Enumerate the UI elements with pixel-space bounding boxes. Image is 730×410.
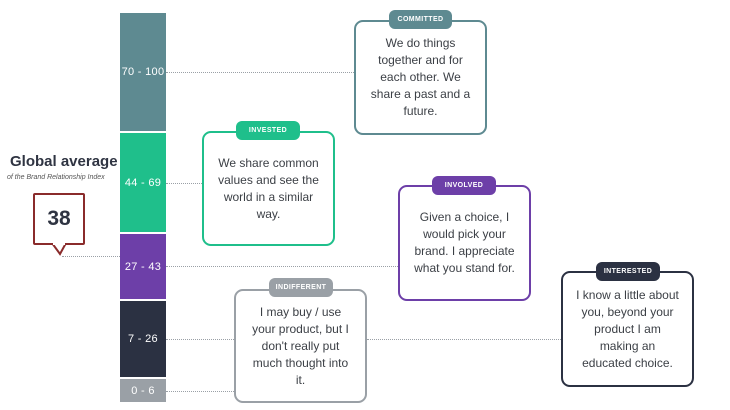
band-interested: 7 - 26 — [120, 301, 166, 377]
connector-committed — [166, 72, 354, 73]
global-average-title: Global average — [10, 153, 118, 170]
card-indifferent: I may buy / use your product, but I don'… — [234, 289, 367, 403]
card-interested: I know a little about you, beyond your p… — [561, 271, 694, 387]
band-committed: 70 - 100 — [120, 13, 166, 131]
tag-involved: INVOLVED — [432, 176, 496, 195]
card-involved: Given a choice, I would pick your brand.… — [398, 185, 531, 301]
global-average-value: 38 — [33, 193, 85, 245]
band-indifferent: 0 - 6 — [120, 379, 166, 402]
tag-indifferent: INDIFFERENT — [269, 278, 333, 297]
global-average-subtitle: of the Brand Relationship Index — [7, 174, 105, 181]
connector-involved — [166, 266, 398, 267]
connector-indifferent — [166, 391, 234, 392]
connector-interested-right — [367, 339, 561, 340]
connector-invested — [166, 183, 202, 184]
card-interested-text: I know a little about you, beyond your p… — [576, 287, 679, 370]
tag-interested: INTERESTED — [596, 262, 660, 281]
tag-invested: INVESTED — [236, 121, 300, 140]
callout-pointer — [50, 243, 68, 256]
card-committed-text: We do things together and for each other… — [370, 36, 471, 118]
card-invested-text: We share common values and see the world… — [218, 155, 319, 221]
connector-interested-left — [166, 339, 234, 340]
tag-committed: COMMITTED — [389, 10, 452, 29]
card-involved-text: Given a choice, I would pick your brand.… — [414, 210, 515, 275]
band-involved: 27 - 43 — [120, 234, 166, 299]
card-indifferent-text: I may buy / use your product, but I don'… — [252, 304, 349, 387]
band-invested: 44 - 69 — [120, 133, 166, 232]
average-connector — [62, 256, 120, 257]
card-invested: We share common values and see the world… — [202, 131, 335, 246]
card-committed: We do things together and for each other… — [354, 20, 487, 135]
